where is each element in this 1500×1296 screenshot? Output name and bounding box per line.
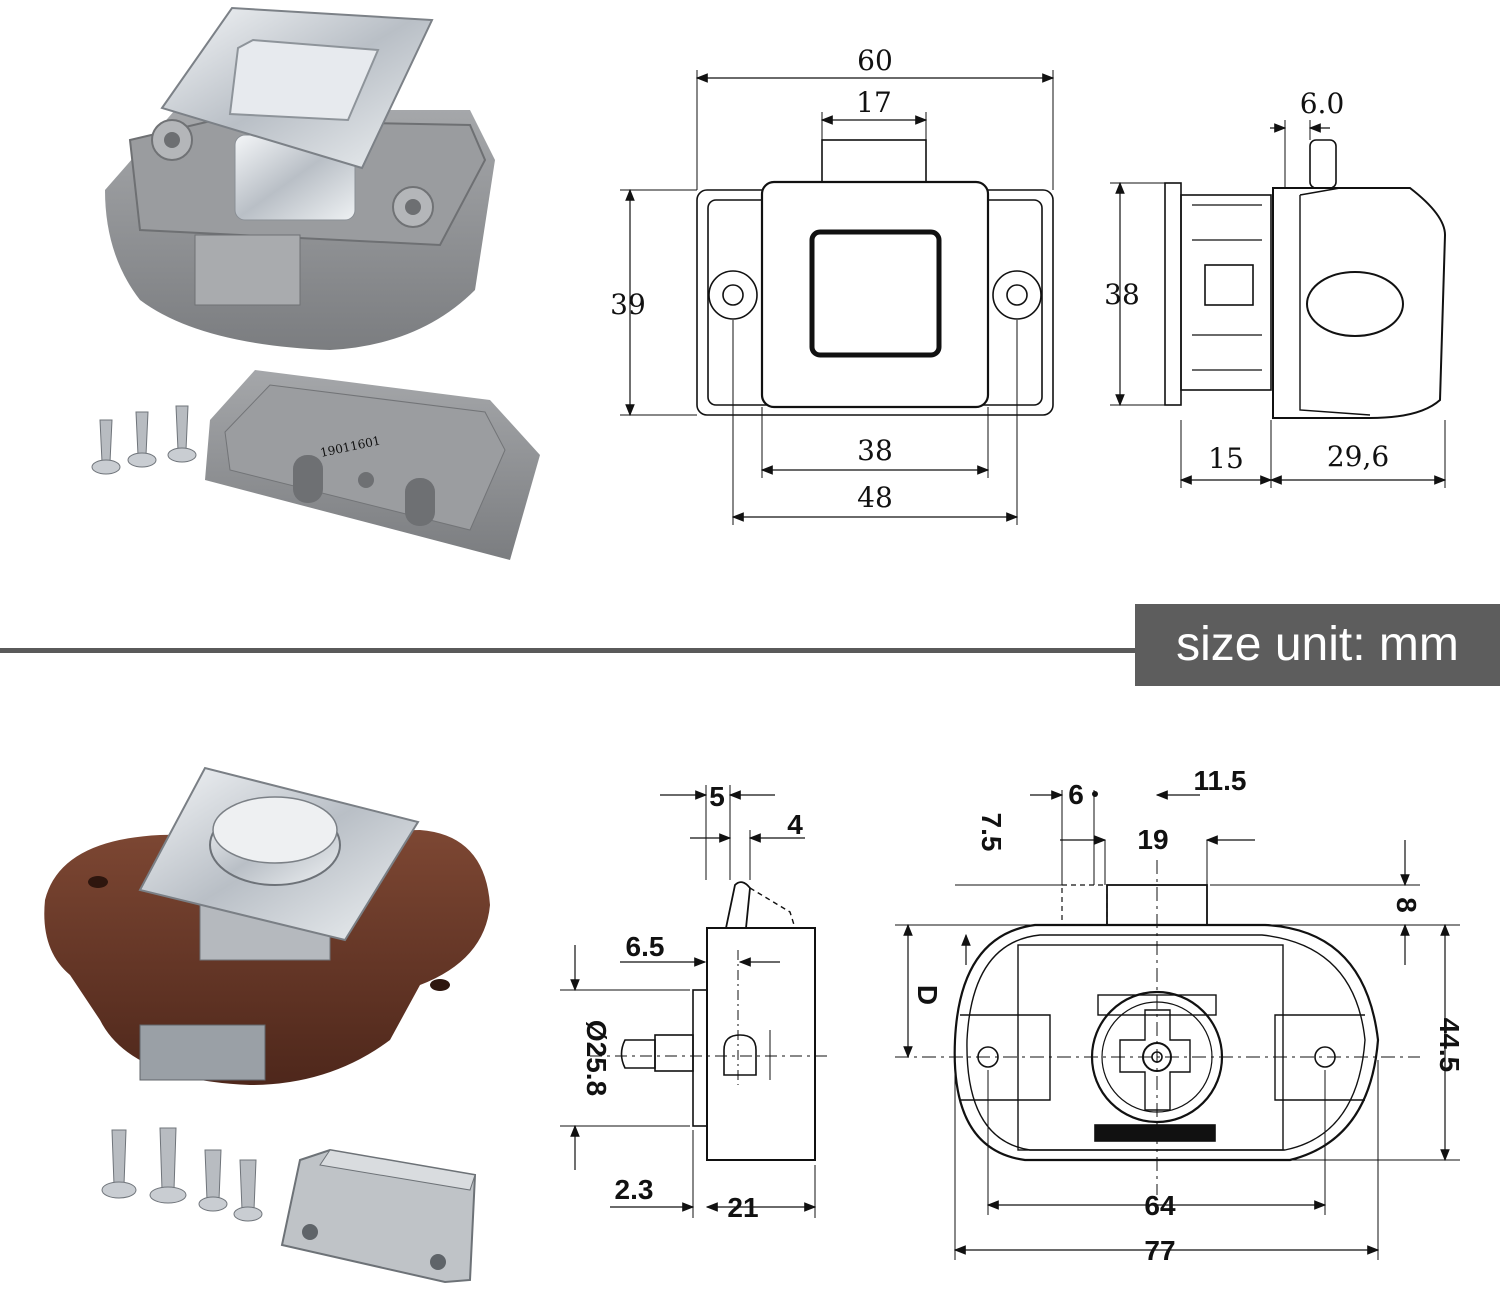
- dim-5: 5: [709, 781, 725, 812]
- dim-depth-29-6: 29,6: [1327, 440, 1389, 473]
- brown-latch-photo: [44, 766, 491, 1284]
- section-divider: [0, 648, 1135, 653]
- dim-depth-15: 15: [1208, 442, 1244, 475]
- screw-icon: [167, 405, 197, 463]
- dim-height-38-side: 38: [1104, 278, 1140, 311]
- dim-6-5: 6.5: [626, 931, 665, 962]
- dim-7-5: 7.5: [976, 813, 1007, 852]
- screw-icon: [198, 1149, 228, 1212]
- unit-banner: size unit: mm: [1135, 604, 1500, 686]
- dim-width-60: 60: [857, 44, 893, 77]
- dim-D: D: [912, 985, 943, 1005]
- top-front-view-drawing: [620, 70, 1055, 525]
- screw-icon: [101, 1129, 137, 1199]
- dim-width-48: 48: [857, 481, 893, 514]
- dim-6: 6: [1068, 779, 1084, 810]
- screw-icon: [127, 411, 157, 468]
- dim-width-38: 38: [857, 434, 893, 467]
- dim-2-3: 2.3: [615, 1174, 654, 1205]
- dim-8: 8: [1391, 897, 1422, 913]
- dim-height-39: 39: [610, 288, 646, 321]
- dim-21: 21: [727, 1192, 758, 1223]
- dim-44-5: 44.5: [1434, 1018, 1465, 1073]
- bottom-front-view-drawing: [895, 790, 1460, 1260]
- screw-icon: [91, 419, 121, 475]
- dim-4: 4: [787, 809, 803, 840]
- dim-width-17: 17: [856, 86, 892, 119]
- bottom-side-view-drawing: [560, 785, 830, 1218]
- screw-icon: [149, 1127, 187, 1204]
- dim-6-dot: [1092, 791, 1098, 797]
- dim-6-0: 6.0: [1300, 87, 1345, 120]
- top-side-view-drawing: [1110, 120, 1447, 488]
- dim-diameter-25-8: Ø25.8: [581, 1020, 612, 1096]
- dim-77: 77: [1144, 1235, 1175, 1266]
- dim-19: 19: [1137, 824, 1168, 855]
- screw-icon: [233, 1159, 263, 1222]
- dim-11-5: 11.5: [1194, 765, 1247, 796]
- dim-64: 64: [1144, 1190, 1176, 1221]
- gray-latch-photo: 19011601: [91, 6, 540, 560]
